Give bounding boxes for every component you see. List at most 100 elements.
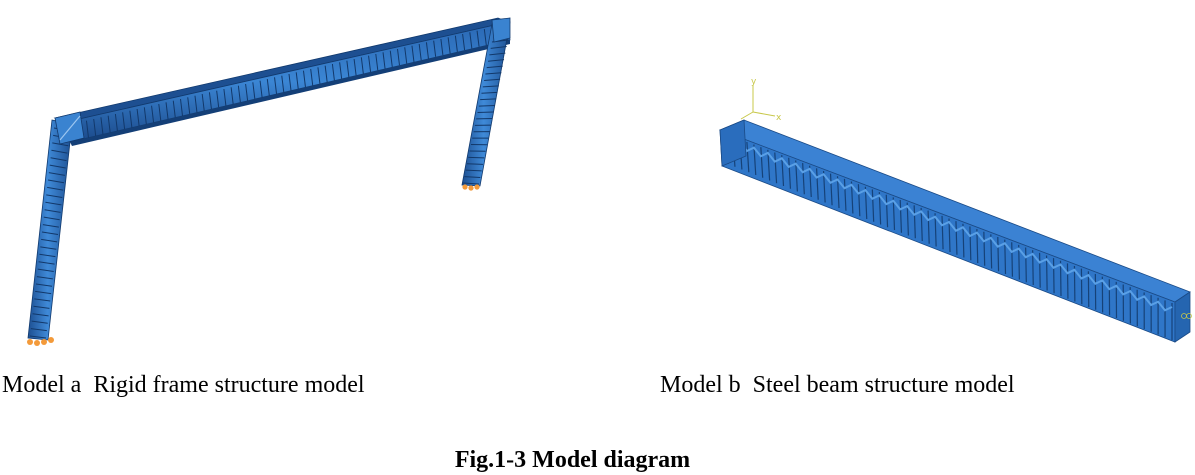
stiffener-line (295, 72, 299, 89)
stiffener-line (47, 186, 64, 191)
stiffener-line (465, 169, 482, 172)
stiffener-line (35, 283, 53, 287)
stiffener-line (187, 97, 191, 115)
figure-caption: Fig.1-3 Model diagram (454, 447, 691, 473)
stiffener-line (35, 290, 52, 295)
stiffener-line (389, 50, 393, 67)
stiffener-line (85, 120, 89, 138)
stiffener-line (829, 173, 833, 206)
left-column-supports (27, 337, 54, 346)
stiffener-line (346, 60, 350, 78)
stiffener-line (42, 224, 59, 228)
stiffener-line (485, 72, 502, 75)
stiffener-line (1052, 258, 1055, 294)
coordinate-triad: y x (740, 77, 782, 123)
stiffener-line (483, 28, 487, 46)
stiffener-line (44, 209, 61, 213)
stiffener-line (404, 47, 408, 64)
stiffener-line (237, 85, 241, 103)
stiffener-line (482, 85, 499, 88)
stiffener-line (822, 170, 826, 203)
stiffener-line (418, 43, 422, 61)
stiffener-line (230, 87, 234, 105)
stiffener-line (1032, 250, 1034, 286)
stiffener-line (49, 164, 66, 169)
stiffener-line (302, 70, 306, 88)
stiffener-line (143, 107, 147, 125)
stiffener-line (1018, 244, 1020, 280)
stiffener-line (208, 92, 212, 110)
stiffener-line (477, 111, 494, 113)
stiffener-line (478, 104, 495, 107)
stiffener-line (464, 176, 481, 178)
stiffener-line (43, 216, 60, 221)
beam-left-end-face (719, 119, 747, 167)
frame-right-joint (491, 17, 511, 43)
stiffener-line (767, 149, 771, 181)
model-a-caption: Model a Rigid frame structure model (2, 372, 365, 398)
beam-end-support (1181, 313, 1192, 319)
stiffener-line (948, 218, 951, 253)
stiffener-line (746, 141, 750, 173)
stiffener-line (486, 65, 503, 69)
stiffener-line (480, 98, 497, 101)
stiffener-line (317, 67, 321, 84)
stiffener-line (50, 157, 67, 162)
stiffener-line (462, 33, 466, 51)
stiffener-line (836, 176, 840, 209)
stiffener-line (490, 46, 507, 49)
stiffener-line (447, 37, 451, 54)
right-column-supports (462, 184, 480, 191)
stiffener-line (324, 65, 328, 83)
stiffener-line (245, 83, 249, 101)
stiffener-line (1038, 252, 1041, 288)
stiffener-line (781, 155, 785, 187)
stiffener-line (962, 223, 965, 258)
stiffener-line (802, 163, 805, 195)
stiffener-line (339, 62, 343, 79)
stiffener-line (216, 90, 220, 108)
stiffener-line (484, 78, 501, 81)
stiffener-line (353, 58, 357, 76)
stiffener-line (934, 213, 937, 247)
stiffener-line (788, 157, 792, 189)
stiffener-line (795, 160, 798, 192)
stiffener-line (1025, 247, 1027, 283)
stiffener-line (41, 231, 59, 235)
stiffener-line (411, 45, 415, 62)
stiffener-line (927, 210, 930, 244)
stiffener-line (274, 77, 278, 94)
beam-stiffeners (725, 133, 1173, 340)
frame-beam-top-flange (53, 17, 510, 123)
stiffener-line (288, 73, 292, 91)
beam-end-face (1174, 291, 1191, 343)
stiffener-line (843, 178, 847, 211)
stiffener-line (955, 221, 958, 255)
stiffener-line (976, 229, 979, 264)
stiffener-line (47, 179, 65, 184)
stiffener-line (310, 68, 314, 86)
stiffener-line (36, 276, 53, 280)
stiffener-line (469, 32, 473, 49)
stiffener-line (1011, 242, 1014, 277)
rigid-frame-model (27, 17, 511, 346)
stiffener-line (476, 30, 480, 47)
stiffener-line (1059, 260, 1062, 297)
frame-beam-web (65, 21, 511, 143)
stiffener-line (201, 93, 205, 111)
stiffener-line (360, 57, 364, 74)
stiffener-line (920, 207, 923, 242)
stiffener-line (425, 42, 429, 59)
stiffener-line (433, 40, 437, 57)
stiffener-line (259, 80, 263, 98)
stiffener-line (40, 246, 57, 250)
stiffener-line (760, 147, 764, 178)
stiffener-line (266, 78, 270, 96)
stiffener-line (37, 268, 54, 272)
steel-beam-model: y x (718, 77, 1192, 343)
stiffener-line (871, 189, 875, 222)
stiffener-line (489, 52, 506, 56)
stiffener-line (440, 38, 444, 56)
stiffener-line (997, 236, 1000, 272)
stiffener-line (38, 261, 55, 265)
